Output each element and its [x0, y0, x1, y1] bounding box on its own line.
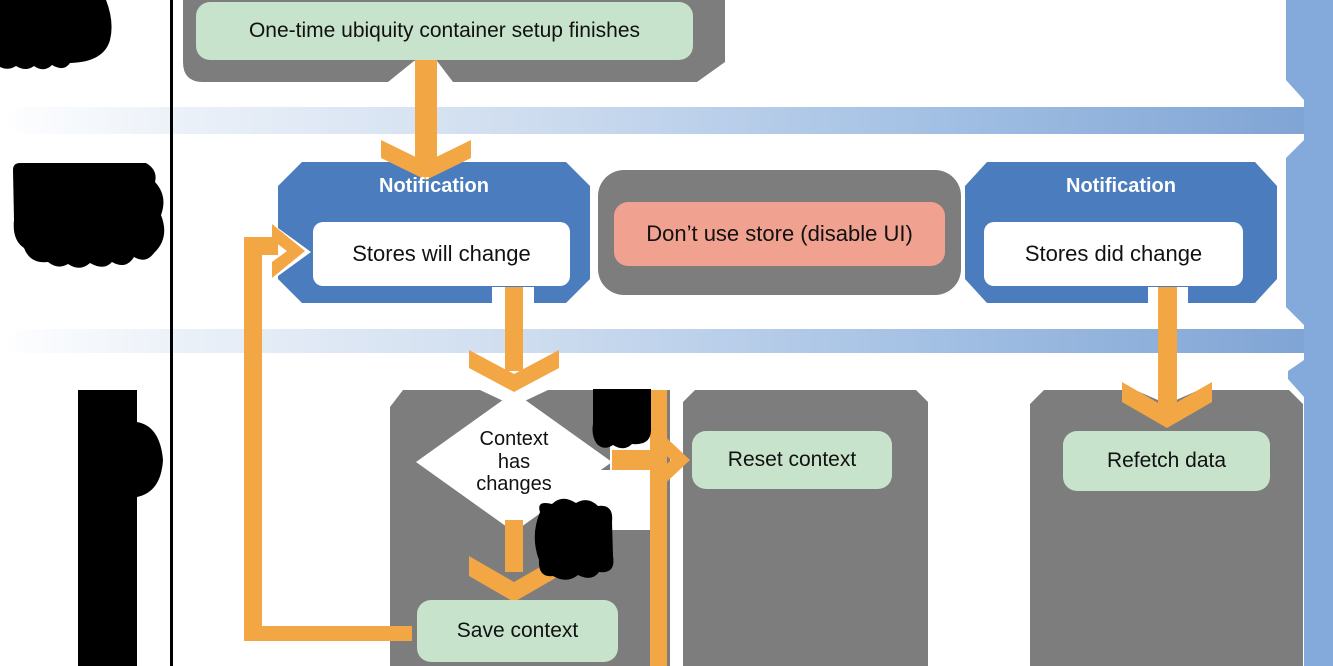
- swimlane-band-bottom: [8, 329, 1333, 353]
- loop-top-stub: [244, 237, 278, 255]
- redaction-no-label: [592, 389, 652, 449]
- node-dont-use-store: Don’t use store (disable UI): [614, 202, 945, 266]
- swimlane-band-top: [8, 107, 1333, 134]
- stores-will-change-label: Stores will change: [352, 241, 531, 266]
- arrow-yes-shaft: [505, 520, 523, 572]
- arrow-no-shaft: [612, 450, 652, 470]
- dont-use-store-label: Don’t use store (disable UI): [646, 221, 913, 246]
- lane-divider-line: [170, 0, 173, 666]
- save-context-label: Save context: [456, 619, 579, 642]
- node-stores-did-change: Stores did change: [984, 222, 1243, 286]
- arrow-no-head-right-icon: [656, 428, 690, 492]
- node-refetch-data: Refetch data: [1063, 431, 1270, 491]
- node-save-context: Save context: [417, 600, 618, 662]
- arrow-setup-shaft: [415, 56, 437, 166]
- decision-diamond-label: Context has changes: [476, 428, 552, 496]
- node-setup-label: One-time ubiquity container setup finish…: [248, 19, 641, 42]
- node-setup: One-time ubiquity container setup finish…: [196, 2, 693, 60]
- node-reset-context: Reset context: [692, 431, 892, 489]
- stores-did-change-label: Stores did change: [1024, 241, 1203, 266]
- arrow-willchange-head-down-icon: [469, 350, 559, 392]
- arrow-vertical-drop: [650, 390, 667, 666]
- arrow-didchange-shaft: [1158, 287, 1177, 409]
- arrow-setup-head-down-icon: [381, 140, 471, 180]
- notification-left-title: Notification: [379, 174, 489, 197]
- arrow-group: [244, 56, 1212, 666]
- redaction-middle-left: [13, 163, 165, 268]
- loop-bottom-bar: [244, 626, 412, 641]
- reset-context-label: Reset context: [727, 448, 857, 471]
- arrow-willchange-shaft: [505, 287, 523, 371]
- right-ribbon-connector: [1286, 0, 1333, 666]
- node-stores-will-change: Stores will change: [313, 222, 570, 286]
- redaction-bottom-left: [78, 390, 163, 666]
- redaction-top-left: [0, 0, 112, 70]
- arrow-yes-head-down-icon: [469, 556, 559, 602]
- arrow-didchange-head-down-icon: [1122, 382, 1212, 428]
- notification-right-title: Notification: [1066, 174, 1176, 197]
- refetch-data-label: Refetch data: [1106, 449, 1227, 472]
- decision-diamond: [416, 392, 612, 532]
- loop-vertical-bar: [244, 237, 262, 641]
- loop-head-right-icon: [272, 224, 305, 278]
- redaction-yes-label: [534, 498, 614, 580]
